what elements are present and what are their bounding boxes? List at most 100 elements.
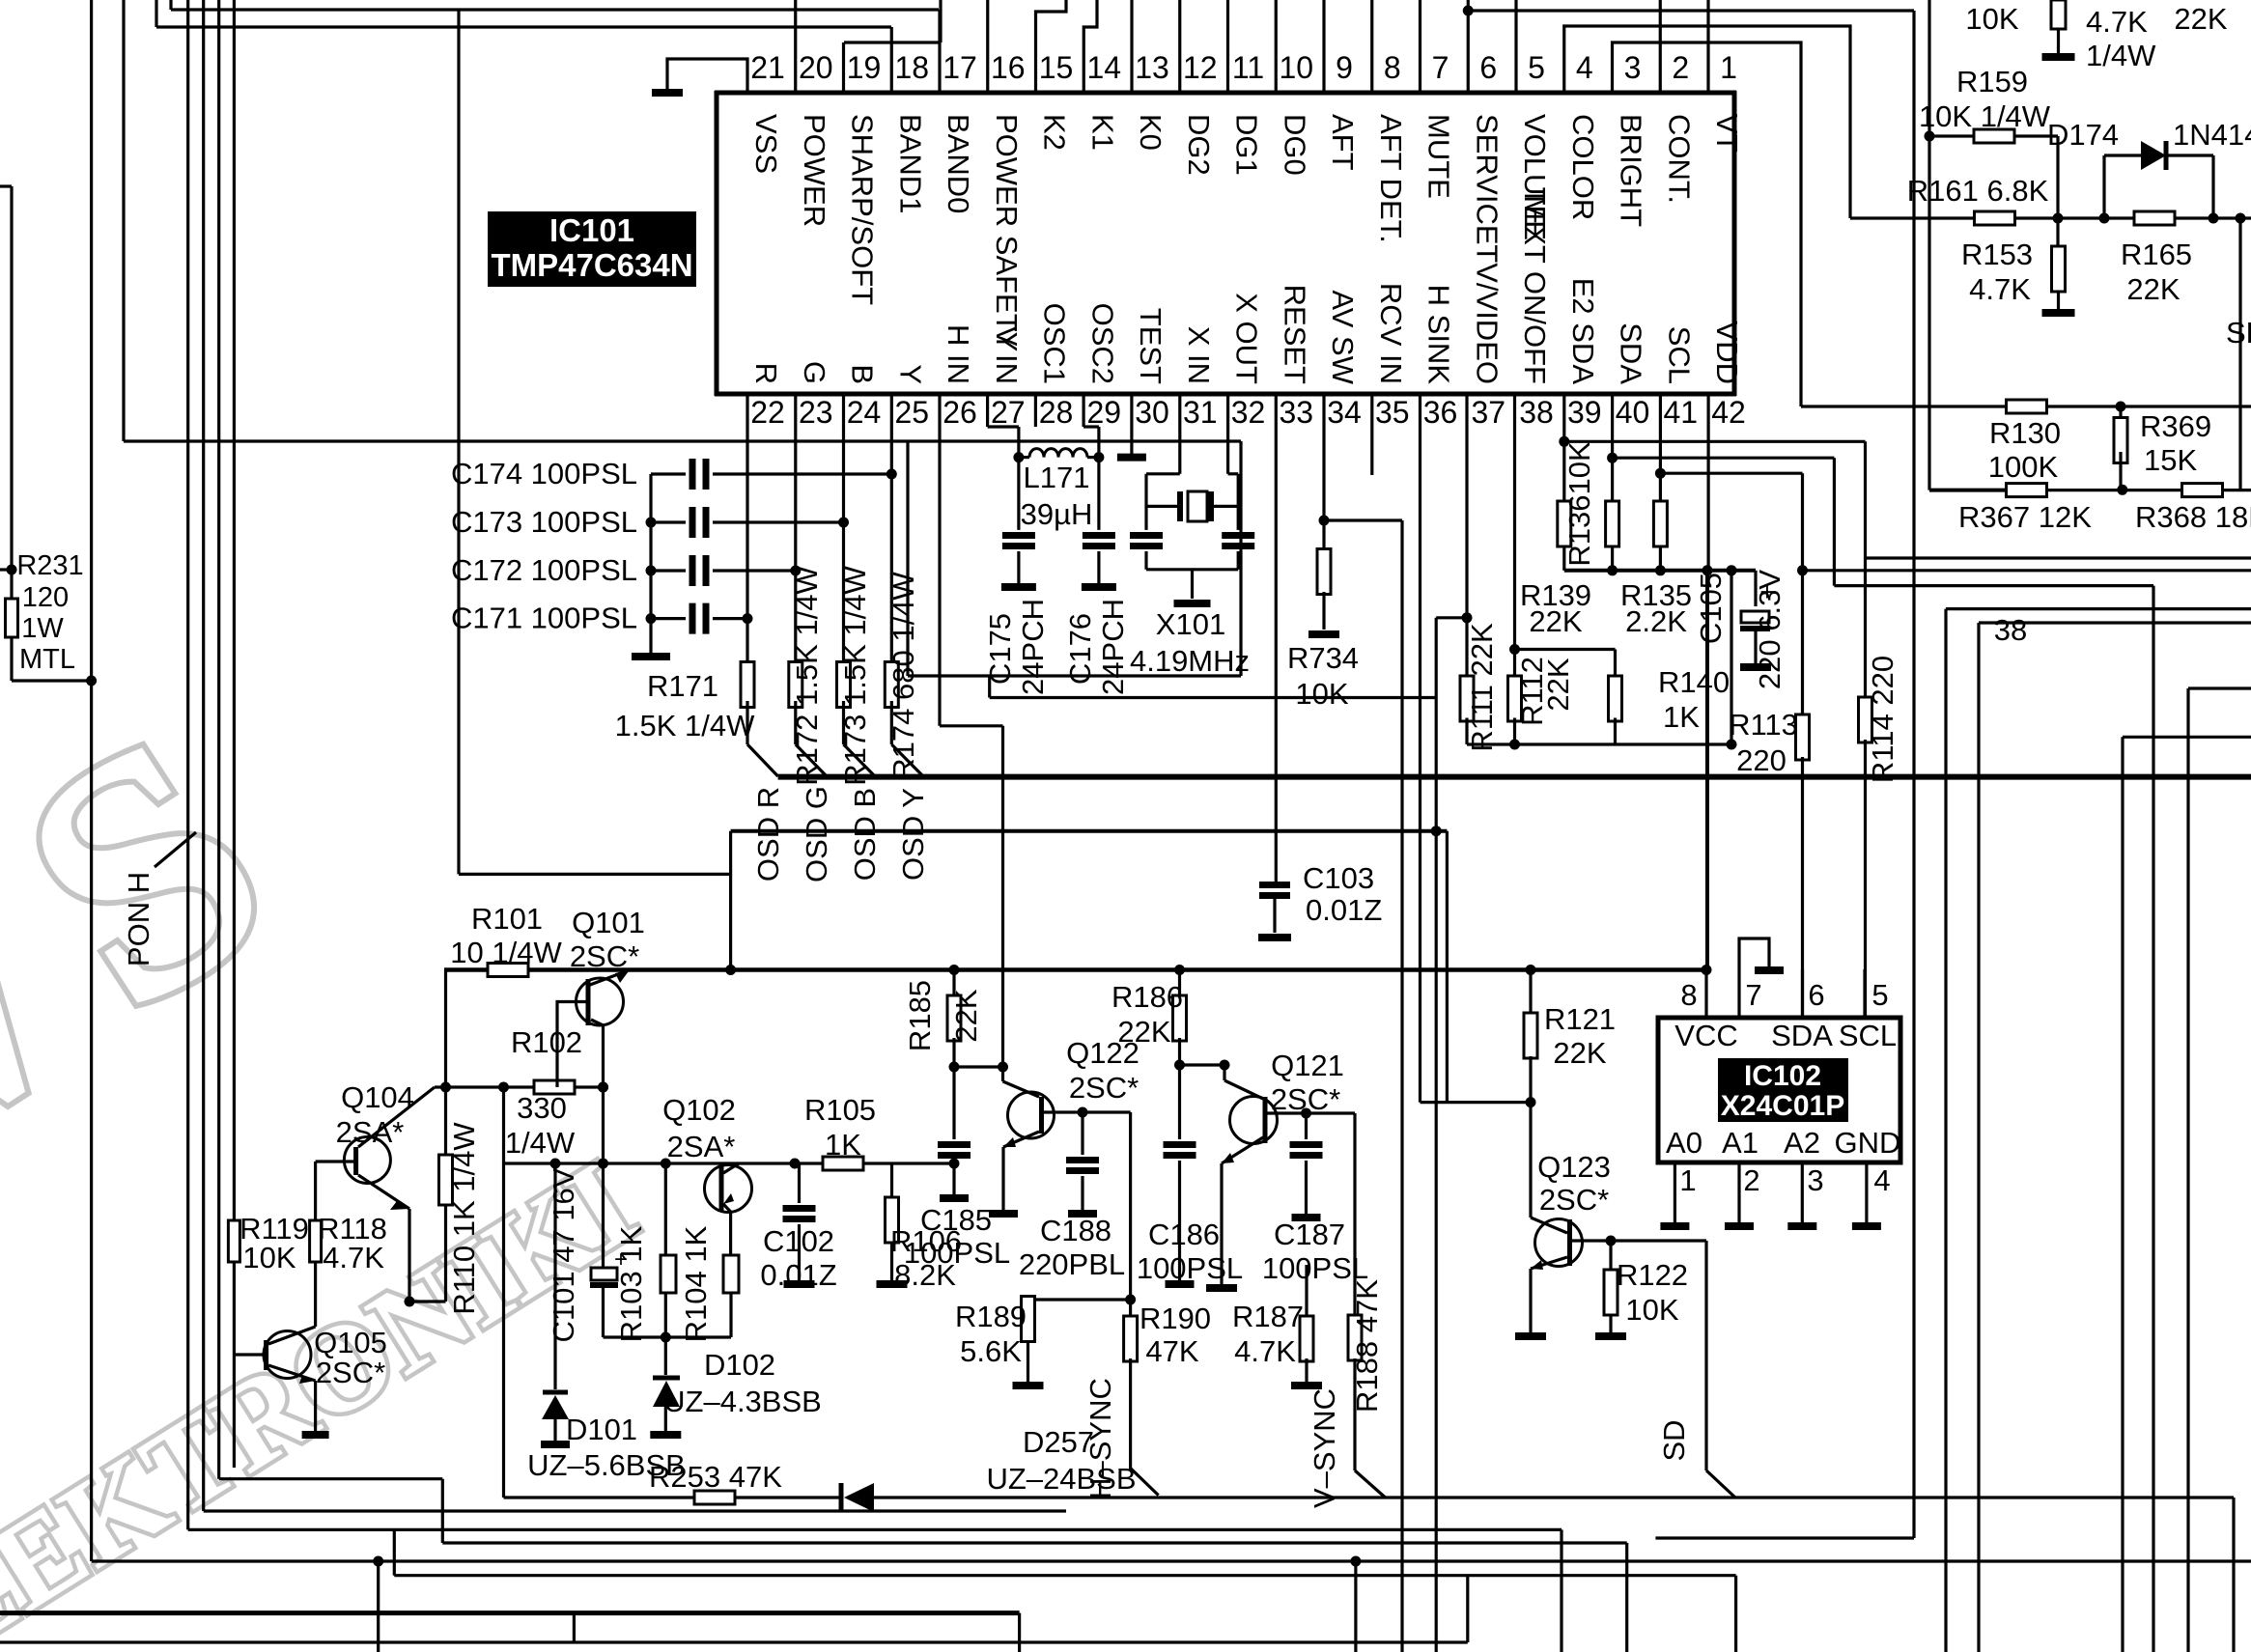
svg-text:R105: R105 [804, 1093, 876, 1127]
svg-text:37: 37 [1471, 395, 1505, 430]
svg-text:13: 13 [1135, 50, 1169, 85]
svg-text:100PSL: 100PSL [904, 1236, 1010, 1270]
svg-text:1/4W: 1/4W [505, 1126, 576, 1160]
svg-text:6: 6 [1479, 50, 1497, 85]
svg-text:R121: R121 [1544, 1002, 1616, 1036]
svg-text:C103: C103 [1303, 861, 1374, 895]
svg-text:22K: 22K [1541, 658, 1575, 711]
svg-text:SHARP/SOFT: SHARP/SOFT [846, 114, 880, 305]
svg-text:DG0: DG0 [1278, 114, 1311, 176]
svg-text:17: 17 [943, 50, 977, 85]
svg-text:TEXT ON/OFF: TEXT ON/OFF [1518, 187, 1552, 384]
svg-text:26: 26 [943, 395, 977, 430]
svg-text:A1: A1 [1722, 1126, 1759, 1160]
svg-text:1/4W: 1/4W [2086, 39, 2156, 72]
svg-text:R253 47K: R253 47K [649, 1460, 782, 1494]
svg-text:22K: 22K [1117, 1015, 1170, 1049]
svg-text:R185: R185 [903, 980, 937, 1051]
svg-text:4.19MHz: 4.19MHz [1130, 644, 1250, 678]
svg-text:C186: C186 [1148, 1218, 1220, 1251]
svg-text:5: 5 [1528, 50, 1545, 85]
svg-text:8: 8 [1680, 978, 1697, 1012]
svg-text:C187: C187 [1274, 1218, 1345, 1251]
svg-text:Q104: Q104 [341, 1080, 414, 1114]
svg-text:SDA: SDA [1771, 1019, 1833, 1052]
svg-text:2: 2 [1743, 1163, 1759, 1197]
svg-text:1K: 1K [825, 1128, 861, 1162]
svg-text:12: 12 [1183, 50, 1218, 85]
svg-text:H SINK: H SINK [1422, 285, 1456, 385]
svg-text:4.7K: 4.7K [323, 1241, 384, 1274]
svg-text:DG2: DG2 [1182, 114, 1216, 176]
svg-text:SD: SD [1657, 1419, 1691, 1461]
svg-text:4: 4 [1576, 50, 1593, 85]
svg-text:C105: C105 [1694, 573, 1728, 644]
svg-text:2SC*: 2SC* [1271, 1082, 1340, 1116]
svg-text:A0: A0 [1666, 1126, 1702, 1160]
svg-text:VDD: VDD [1710, 322, 1744, 384]
svg-text:BRIGHT: BRIGHT [1615, 114, 1648, 227]
svg-text:38: 38 [1994, 613, 2027, 647]
svg-text:120: 120 [22, 582, 69, 613]
svg-text:22K: 22K [2126, 272, 2180, 306]
svg-text:10K 1/4W: 10K 1/4W [1919, 99, 2051, 133]
svg-text:BAND0: BAND0 [942, 114, 975, 213]
svg-text:2SC*: 2SC* [1069, 1071, 1139, 1105]
svg-text:36: 36 [1423, 395, 1458, 430]
svg-text:IC102: IC102 [1744, 1060, 1821, 1092]
svg-text:Q105: Q105 [314, 1326, 387, 1359]
svg-text:VSS: VSS [749, 114, 783, 174]
svg-text:POWER: POWER [798, 114, 831, 227]
svg-text:R174 680 1/4W: R174 680 1/4W [886, 572, 920, 780]
svg-text:C171 100PSL: C171 100PSL [451, 602, 637, 635]
svg-text:G: G [798, 361, 831, 384]
svg-text:100PSL: 100PSL [1137, 1251, 1243, 1285]
svg-text:OSD Y: OSD Y [896, 788, 930, 881]
svg-text:UZ–4.3BSB: UZ–4.3BSB [663, 1385, 822, 1418]
svg-text:3: 3 [1807, 1163, 1823, 1197]
svg-text:SDA: SDA [1615, 322, 1648, 384]
svg-text:R139: R139 [1520, 578, 1591, 612]
svg-text:6: 6 [1808, 978, 1824, 1012]
svg-text:41: 41 [1663, 395, 1698, 430]
svg-text:R189: R189 [955, 1300, 1027, 1333]
svg-text:SCL: SCL [1662, 326, 1696, 384]
svg-text:UZ–5.6BSB: UZ–5.6BSB [527, 1448, 686, 1482]
svg-text:24PCH: 24PCH [1016, 599, 1050, 695]
svg-text:14: 14 [1086, 50, 1121, 85]
svg-text:R110 1K 1/4W: R110 1K 1/4W [447, 1122, 481, 1315]
svg-text:POWER SAFETY: POWER SAFETY [990, 114, 1024, 351]
svg-text:15: 15 [1039, 50, 1074, 85]
svg-text:SCL: SCL [1839, 1019, 1897, 1052]
svg-text:R172 1.5K 1/4W: R172 1.5K 1/4W [790, 566, 824, 786]
svg-text:10K: 10K [1965, 2, 2018, 36]
svg-text:100PSL: 100PSL [1262, 1251, 1368, 1285]
svg-text:Q121: Q121 [1271, 1049, 1344, 1082]
svg-text:30: 30 [1135, 395, 1169, 430]
svg-text:DG1: DG1 [1230, 114, 1264, 176]
svg-text:2SC*: 2SC* [1539, 1183, 1609, 1217]
svg-text:R231: R231 [16, 550, 83, 581]
svg-text:RCV IN: RCV IN [1374, 283, 1408, 384]
svg-text:R368 18K: R368 18K [2135, 500, 2251, 534]
svg-text:5: 5 [1871, 978, 1888, 1012]
svg-text:BAND1: BAND1 [893, 114, 927, 213]
svg-text:Q123: Q123 [1537, 1150, 1611, 1184]
svg-text:PON H: PON H [122, 872, 155, 966]
svg-text:R102: R102 [511, 1025, 582, 1059]
svg-text:16: 16 [991, 50, 1026, 85]
svg-text:10K: 10K [242, 1241, 295, 1274]
svg-text:R188 47K: R188 47K [1350, 1279, 1384, 1413]
svg-text:330: 330 [517, 1091, 567, 1125]
svg-text:31: 31 [1183, 395, 1218, 430]
svg-text:R118: R118 [318, 1212, 387, 1246]
svg-text:22K: 22K [1529, 604, 1582, 638]
svg-text:15K: 15K [2144, 443, 2197, 477]
svg-text:10K: 10K [1625, 1293, 1678, 1327]
svg-text:21: 21 [750, 50, 785, 85]
svg-text:7: 7 [1432, 50, 1449, 85]
svg-text:23: 23 [799, 395, 833, 430]
svg-text:X101: X101 [1156, 607, 1225, 641]
svg-text:33: 33 [1279, 395, 1313, 430]
svg-text:34: 34 [1327, 395, 1362, 430]
